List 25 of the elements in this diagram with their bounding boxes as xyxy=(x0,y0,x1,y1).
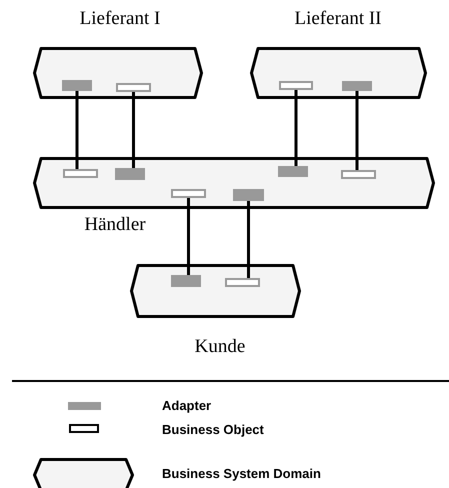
domain-label: Kunde xyxy=(194,335,246,359)
domain-label: Lieferant I xyxy=(78,7,162,31)
business-object-block xyxy=(279,81,313,90)
domain-label: Lieferant II xyxy=(293,7,383,31)
domain-label: Händler xyxy=(83,213,147,237)
adapter-block xyxy=(171,275,201,287)
adapter-block xyxy=(233,189,264,201)
adapter-block xyxy=(62,80,92,91)
legend-label: Adapter xyxy=(162,398,212,414)
legend-label: Business Object xyxy=(162,422,264,438)
business-object-block xyxy=(116,83,151,92)
connector-line xyxy=(132,92,135,168)
connector-line xyxy=(356,91,358,170)
connector-line xyxy=(76,91,78,169)
business-object-block xyxy=(63,169,98,178)
connector-line xyxy=(294,90,298,166)
business-object-block xyxy=(225,278,260,287)
adapter-block xyxy=(115,168,145,180)
connector-line xyxy=(187,198,190,275)
legend-label: Business System Domain xyxy=(162,466,321,482)
adapter-block xyxy=(342,81,372,91)
adapter-block xyxy=(278,166,308,177)
business-object-block xyxy=(341,170,376,179)
business-object-block xyxy=(171,189,206,198)
connector-line xyxy=(247,201,250,278)
